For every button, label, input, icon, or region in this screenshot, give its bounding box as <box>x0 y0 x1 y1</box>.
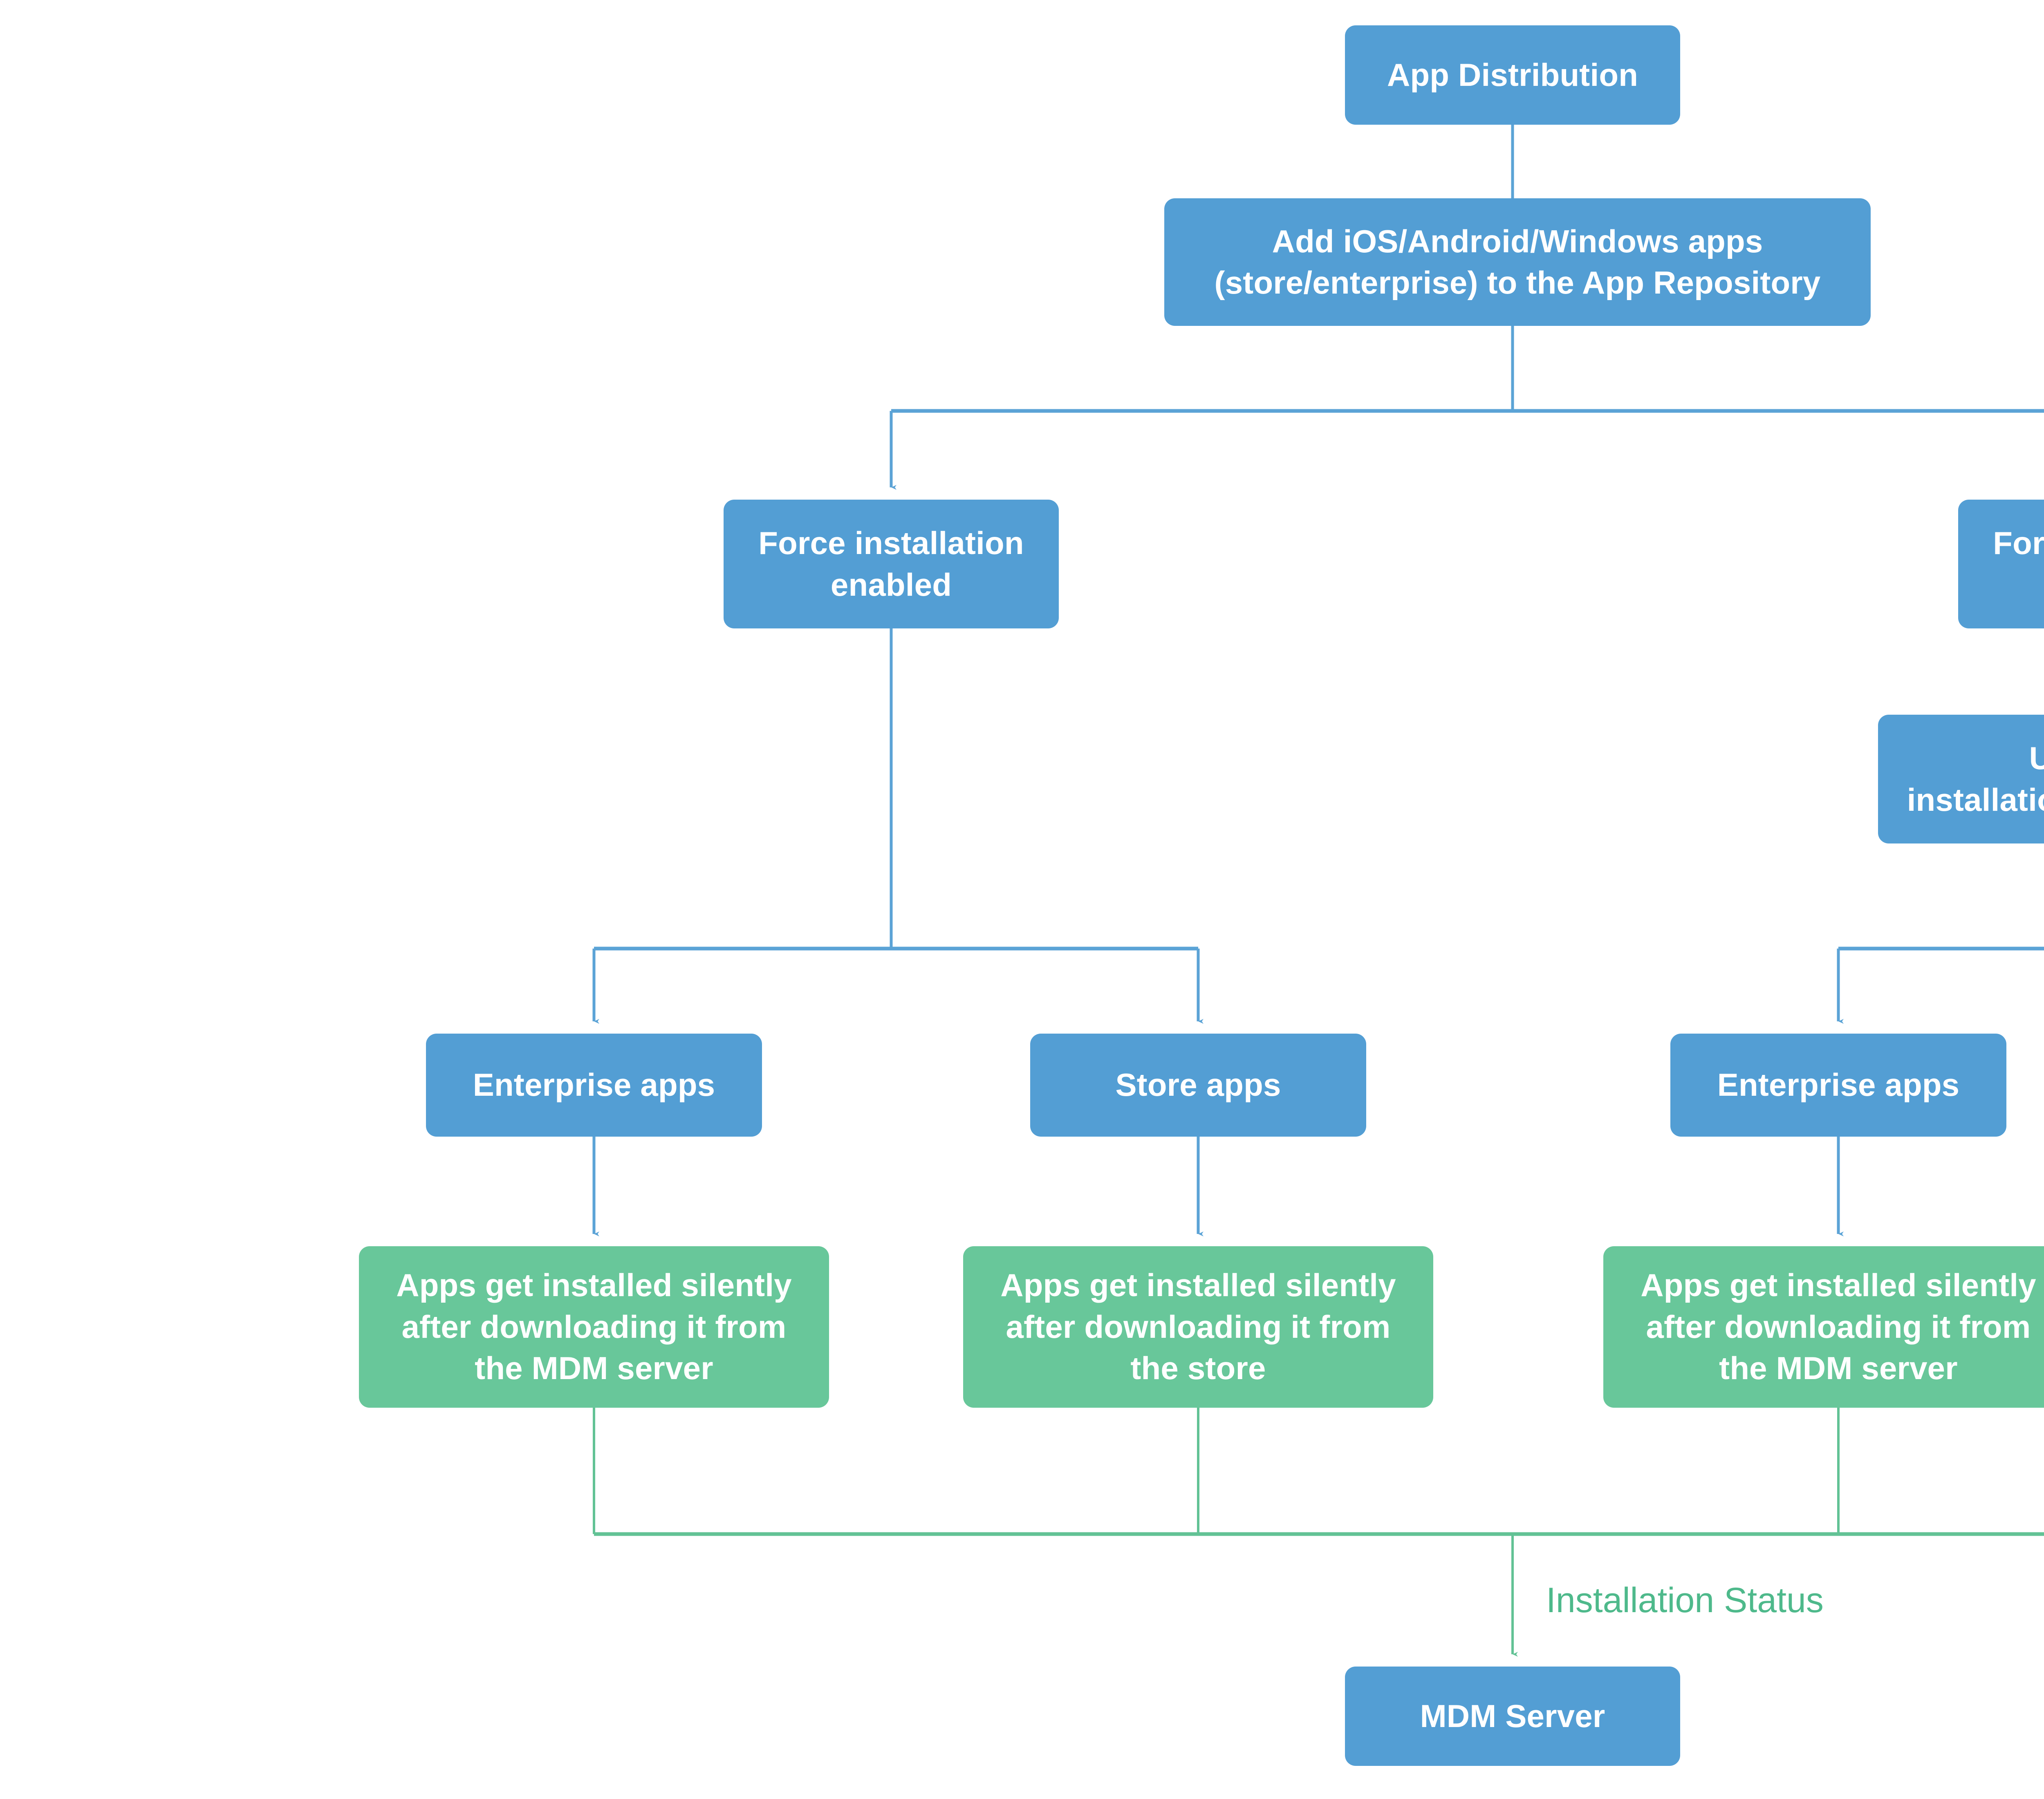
node-mdm-server[interactable]: MDM Server <box>1345 1667 1680 1766</box>
node-force-install-disabled[interactable]: Force installation disabled <box>1958 500 2044 628</box>
node-store-apps-left[interactable]: Store apps <box>1030 1034 1366 1137</box>
node-label: User initiates installation from App Cat… <box>1907 740 2044 818</box>
node-label: Enterprise apps <box>1717 1067 1960 1103</box>
node-enterprise-apps-left[interactable]: Enterprise apps <box>426 1034 762 1137</box>
node-enterprise-apps-right[interactable]: Enterprise apps <box>1670 1034 2006 1137</box>
node-label: Apps get installed silently after downlo… <box>1641 1267 2036 1386</box>
node-label: MDM Server <box>1420 1698 1605 1734</box>
node-label: App Distribution <box>1387 56 1638 93</box>
node-silent-install-store-1[interactable]: Apps get installed silently after downlo… <box>963 1246 1433 1408</box>
node-app-distribution[interactable]: App Distribution <box>1345 25 1680 125</box>
node-user-initiates-install[interactable]: User initiates installation from App Cat… <box>1878 715 2044 843</box>
node-silent-install-mdm-2[interactable]: Apps get installed silently after downlo… <box>1603 1246 2044 1408</box>
edge-label-installation-status: Installation Status <box>1546 1581 1824 1620</box>
node-label: Apps get installed silently after downlo… <box>396 1267 792 1386</box>
node-add-apps-repository[interactable]: Add iOS/Android/Windows apps (store/ente… <box>1164 198 1871 326</box>
node-silent-install-mdm-1[interactable]: Apps get installed silently after downlo… <box>359 1246 829 1408</box>
node-force-install-enabled[interactable]: Force installation enabled <box>724 500 1059 628</box>
node-label: Enterprise apps <box>473 1067 715 1103</box>
node-label: Store apps <box>1115 1067 1281 1103</box>
node-label: Add iOS/Android/Windows apps (store/ente… <box>1214 223 1821 301</box>
node-label: Force installation enabled <box>758 525 1024 603</box>
node-label: Force installation disabled <box>1993 525 2044 561</box>
node-label: Apps get installed silently after downlo… <box>1000 1267 1396 1386</box>
